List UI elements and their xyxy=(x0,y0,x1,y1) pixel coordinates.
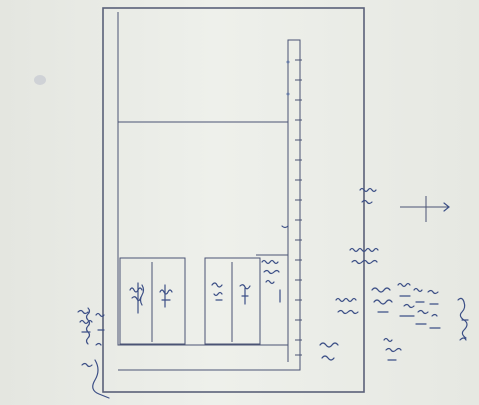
handwriting-room-left xyxy=(129,282,173,314)
plot-outline xyxy=(117,12,301,371)
handwriting-right-notes xyxy=(397,282,441,329)
stamp-and-signature-left xyxy=(77,307,110,399)
handwriting-room-right xyxy=(211,282,251,305)
drawing-border xyxy=(102,7,365,393)
ink-smudge xyxy=(34,75,46,85)
ink-dot xyxy=(286,92,290,96)
ink-dot xyxy=(286,60,290,64)
handwriting-road-notes xyxy=(319,187,402,361)
road-tick-marks xyxy=(295,59,302,356)
north-arrow-icon xyxy=(400,196,450,222)
room-box-right xyxy=(204,257,261,345)
handwriting-plot-label xyxy=(261,225,289,303)
signature-right xyxy=(457,297,469,341)
room-box-left xyxy=(119,257,186,345)
